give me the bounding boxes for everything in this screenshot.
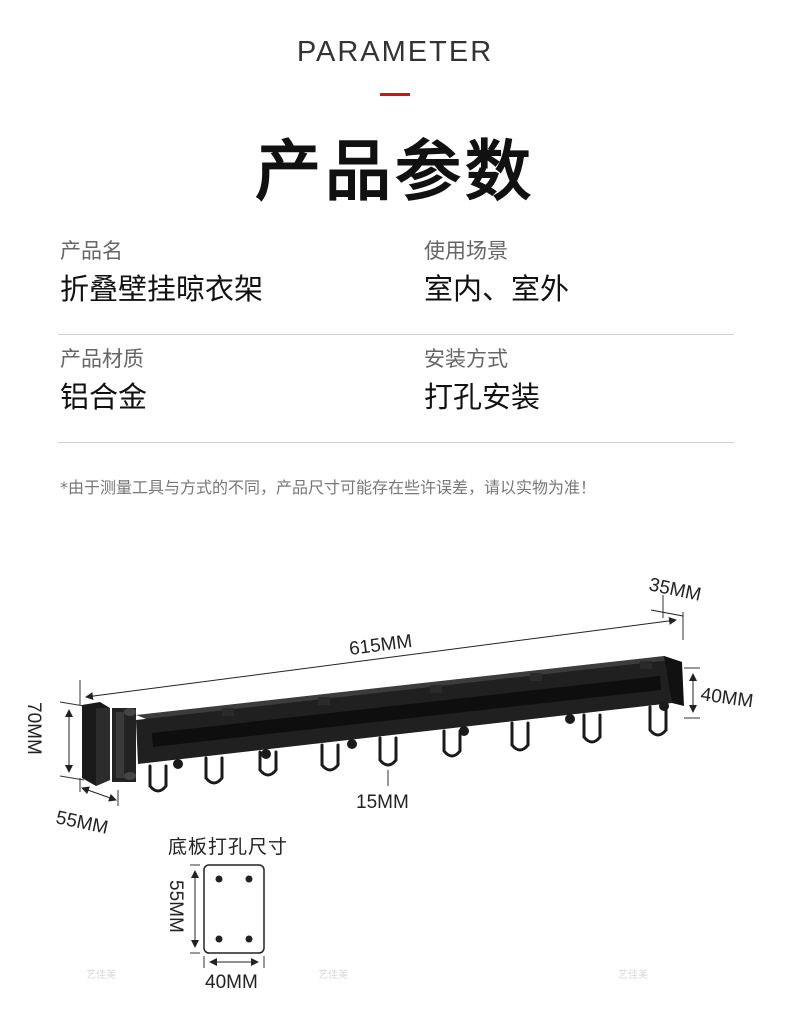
- bar-height-dimension: 40MM: [684, 667, 755, 719]
- watermark-text: 艺佳美: [86, 970, 116, 981]
- base-width-label: 55MM: [54, 807, 110, 839]
- param-row-2: 产品材质 铝合金 安装方式 打孔安装: [58, 334, 734, 443]
- measurement-disclaimer: *由于测量工具与方式的不同，产品尺寸可能存在些许误差，请以实物为准！: [60, 478, 597, 497]
- base-height-label: 70MM: [23, 702, 44, 755]
- param-value: 室内、室外: [424, 272, 570, 306]
- watermark-text: 艺佳美: [618, 970, 648, 981]
- mounting-plate-diagram: 55MM 40MM: [165, 864, 265, 990]
- product-dimension-drawing: 615MM 35MM 40MM 70MM 55MM: [23, 574, 755, 990]
- section-title-chinese: 产品参数: [255, 133, 535, 210]
- param-material: 产品材质 铝合金: [60, 346, 147, 416]
- param-label: 安装方式: [424, 347, 508, 371]
- param-label: 使用场景: [424, 239, 508, 263]
- param-installation: 安装方式 打孔安装: [424, 346, 540, 416]
- param-row-1: 产品名 折叠壁挂晾衣架 使用场景 室内、室外: [58, 226, 734, 335]
- bar-height-label: 40MM: [699, 684, 754, 712]
- param-value: 折叠壁挂晾衣架: [60, 272, 264, 306]
- param-product-name: 产品名 折叠壁挂晾衣架: [60, 238, 263, 308]
- param-value: 铝合金: [60, 380, 148, 414]
- watermark-text: 艺佳美: [318, 970, 348, 981]
- depth-dimension: 35MM: [647, 574, 703, 618]
- section-title-english: PARAMETER: [296, 36, 494, 68]
- drying-rack-illustration: 15MM: [82, 656, 684, 813]
- depth-label: 35MM: [647, 574, 703, 606]
- param-label: 产品名: [60, 239, 123, 263]
- hook-gap-label: 15MM: [356, 792, 409, 813]
- base-height-dimension: 70MM: [23, 701, 85, 781]
- plate-drilling-title: 底板打孔尺寸: [168, 836, 289, 858]
- plate-width-label: 40MM: [205, 972, 258, 990]
- param-value: 打孔安装: [424, 380, 541, 414]
- param-usage-scene: 使用场景 室内、室外: [424, 238, 569, 308]
- base-width-dimension: 55MM: [54, 778, 119, 839]
- title-accent-divider: [380, 93, 410, 96]
- param-label: 产品材质: [60, 347, 144, 371]
- plate-height-label: 55MM: [165, 880, 186, 933]
